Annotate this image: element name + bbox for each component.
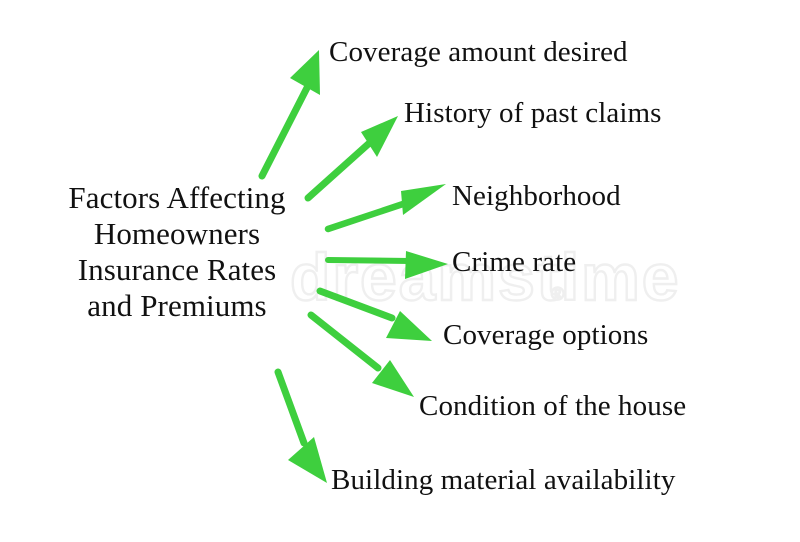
- branch-label-condition-of-the-house: Condition of the house: [419, 390, 687, 422]
- arrow-to-coverage-options: [316, 287, 432, 341]
- branch-label-coverage-amount-desired: Coverage amount desired: [329, 36, 628, 68]
- branch-label-neighborhood: Neighborhood: [452, 180, 621, 212]
- arrow-to-neighborhood: [324, 184, 446, 233]
- center-node-line-4: and Premiums: [87, 287, 267, 323]
- arrow-to-condition-of-the-house: [307, 311, 414, 397]
- branch-label-building-material-availability: Building material availability: [331, 464, 676, 496]
- center-node-line-1: Factors Affecting: [68, 180, 286, 215]
- center-node: Factors Affecting Homeowners Insurance R…: [38, 180, 316, 324]
- branch-label-crime-rate: Crime rate: [452, 246, 577, 278]
- arrow-to-crime-rate: [325, 251, 448, 279]
- arrow-to-building-material-availability: [274, 368, 327, 483]
- branch-label-history-of-past-claims: History of past claims: [404, 97, 662, 129]
- center-node-line-2: Homeowners: [93, 215, 261, 251]
- arrow-to-history-of-past-claims: [304, 116, 398, 202]
- arrow-to-coverage-amount-desired: [258, 50, 320, 180]
- branch-label-coverage-options: Coverage options: [443, 319, 649, 351]
- center-node-line-3: Insurance Rates: [77, 251, 277, 287]
